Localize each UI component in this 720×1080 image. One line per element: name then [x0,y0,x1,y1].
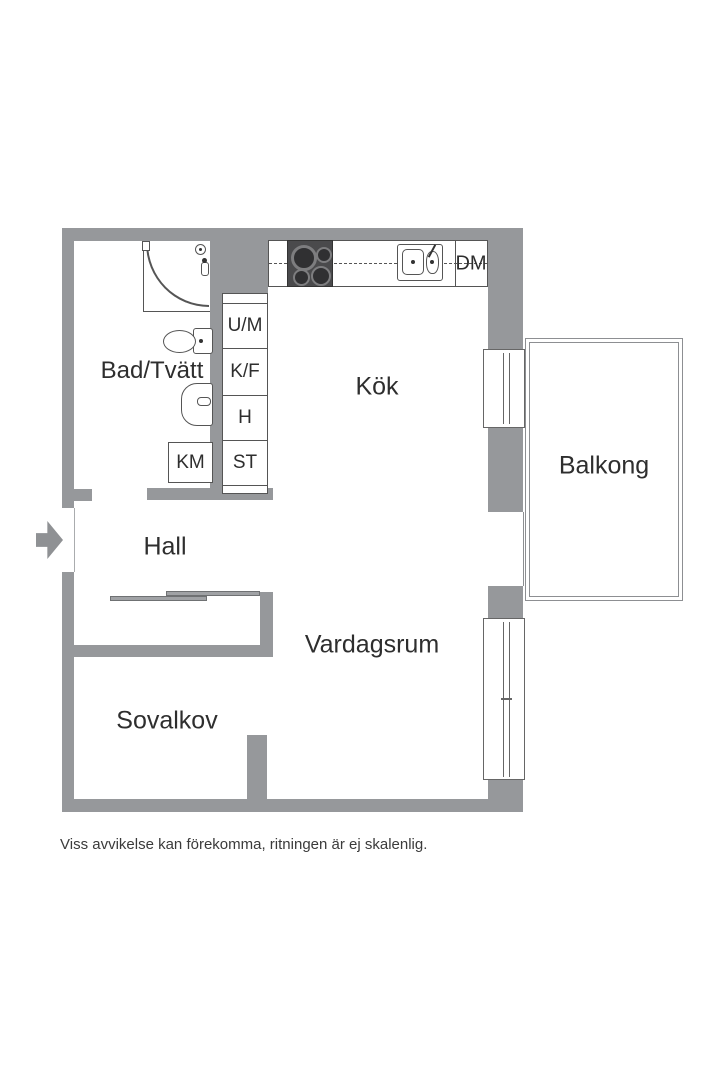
entry-arrow-icon [36,521,63,559]
appliance-kf: K/F [222,348,268,396]
appliance-um-label: U/M [227,315,263,336]
shower-hinge [142,241,150,251]
shower-head-dot [198,247,202,251]
wall-sovalkov-stub [247,735,267,799]
appliance-kf-label: K/F [230,361,260,382]
kitchen-sink-icon [397,244,443,281]
window-mullion-tick [501,698,512,700]
burner [316,247,332,263]
closet-sliding-door-front [110,596,207,601]
room-label-hall: Hall [143,532,187,561]
sink-drain [411,260,415,264]
bath-sink-tap [197,397,211,406]
shower-head-icon [195,244,206,255]
appliance-h: H [222,395,268,441]
wall-left-upper [62,228,74,508]
room-label-sovalkov: Sovalkov [116,706,218,735]
wall-right-bottom [488,780,523,812]
toilet-tank [193,328,213,354]
room-label-balkong: Balkong [558,451,650,480]
disclaimer-text: Viss avvikelse kan förekomma, ritningen … [60,836,428,853]
window-gap-line [523,512,524,586]
entry-threshold-line [74,508,75,572]
counter-dashed-line [269,263,487,264]
balcony-outline [525,338,683,601]
appliance-km-label: KM [176,451,205,473]
shower-enclosure [143,241,210,312]
wall-left-lower [62,572,74,812]
toilet-button [199,339,203,343]
sink-basin-left [402,249,424,275]
appliance-dm-label: DM [455,252,487,275]
balcony-inner-line [529,342,679,597]
shower-tap-icon [201,262,209,276]
appliance-um: U/M [222,303,268,349]
counter-divider [455,241,456,286]
wall-closet-bottom [73,645,273,657]
appliance-h-label: H [238,407,252,428]
closet-sliding-door-back [166,591,260,596]
window-pane-line [503,353,504,424]
wall-right-between-windows [488,586,523,618]
room-label-vardagsrum: Vardagsrum [304,630,440,659]
room-label-bad-tvatt: Bad/Tvätt [100,357,204,384]
window-pane-line [509,353,510,424]
wall-closet-right [260,592,273,653]
wall-right-top [488,241,523,350]
wall-bathroom-right [210,241,222,500]
living-room-window [483,618,525,780]
toilet-bowl [163,330,196,353]
wall-right-mid [488,428,523,512]
faucet-base [430,260,434,264]
wall-top [62,228,523,241]
wall-block-above-appliances [210,241,268,295]
balcony-door-window [483,349,525,428]
shelf-strip-bottom [222,485,268,494]
burner [291,245,317,271]
wall-bottom [62,799,523,812]
shower-tap-knob [202,258,207,263]
appliance-st: ST [222,440,268,486]
burner [311,266,331,286]
appliance-st-label: ST [232,452,258,473]
burner [293,269,310,286]
room-label-kok: Kök [355,372,399,401]
stove-icon [287,240,333,287]
wall-entry-stub [62,489,92,501]
appliance-km: KM [168,442,213,483]
